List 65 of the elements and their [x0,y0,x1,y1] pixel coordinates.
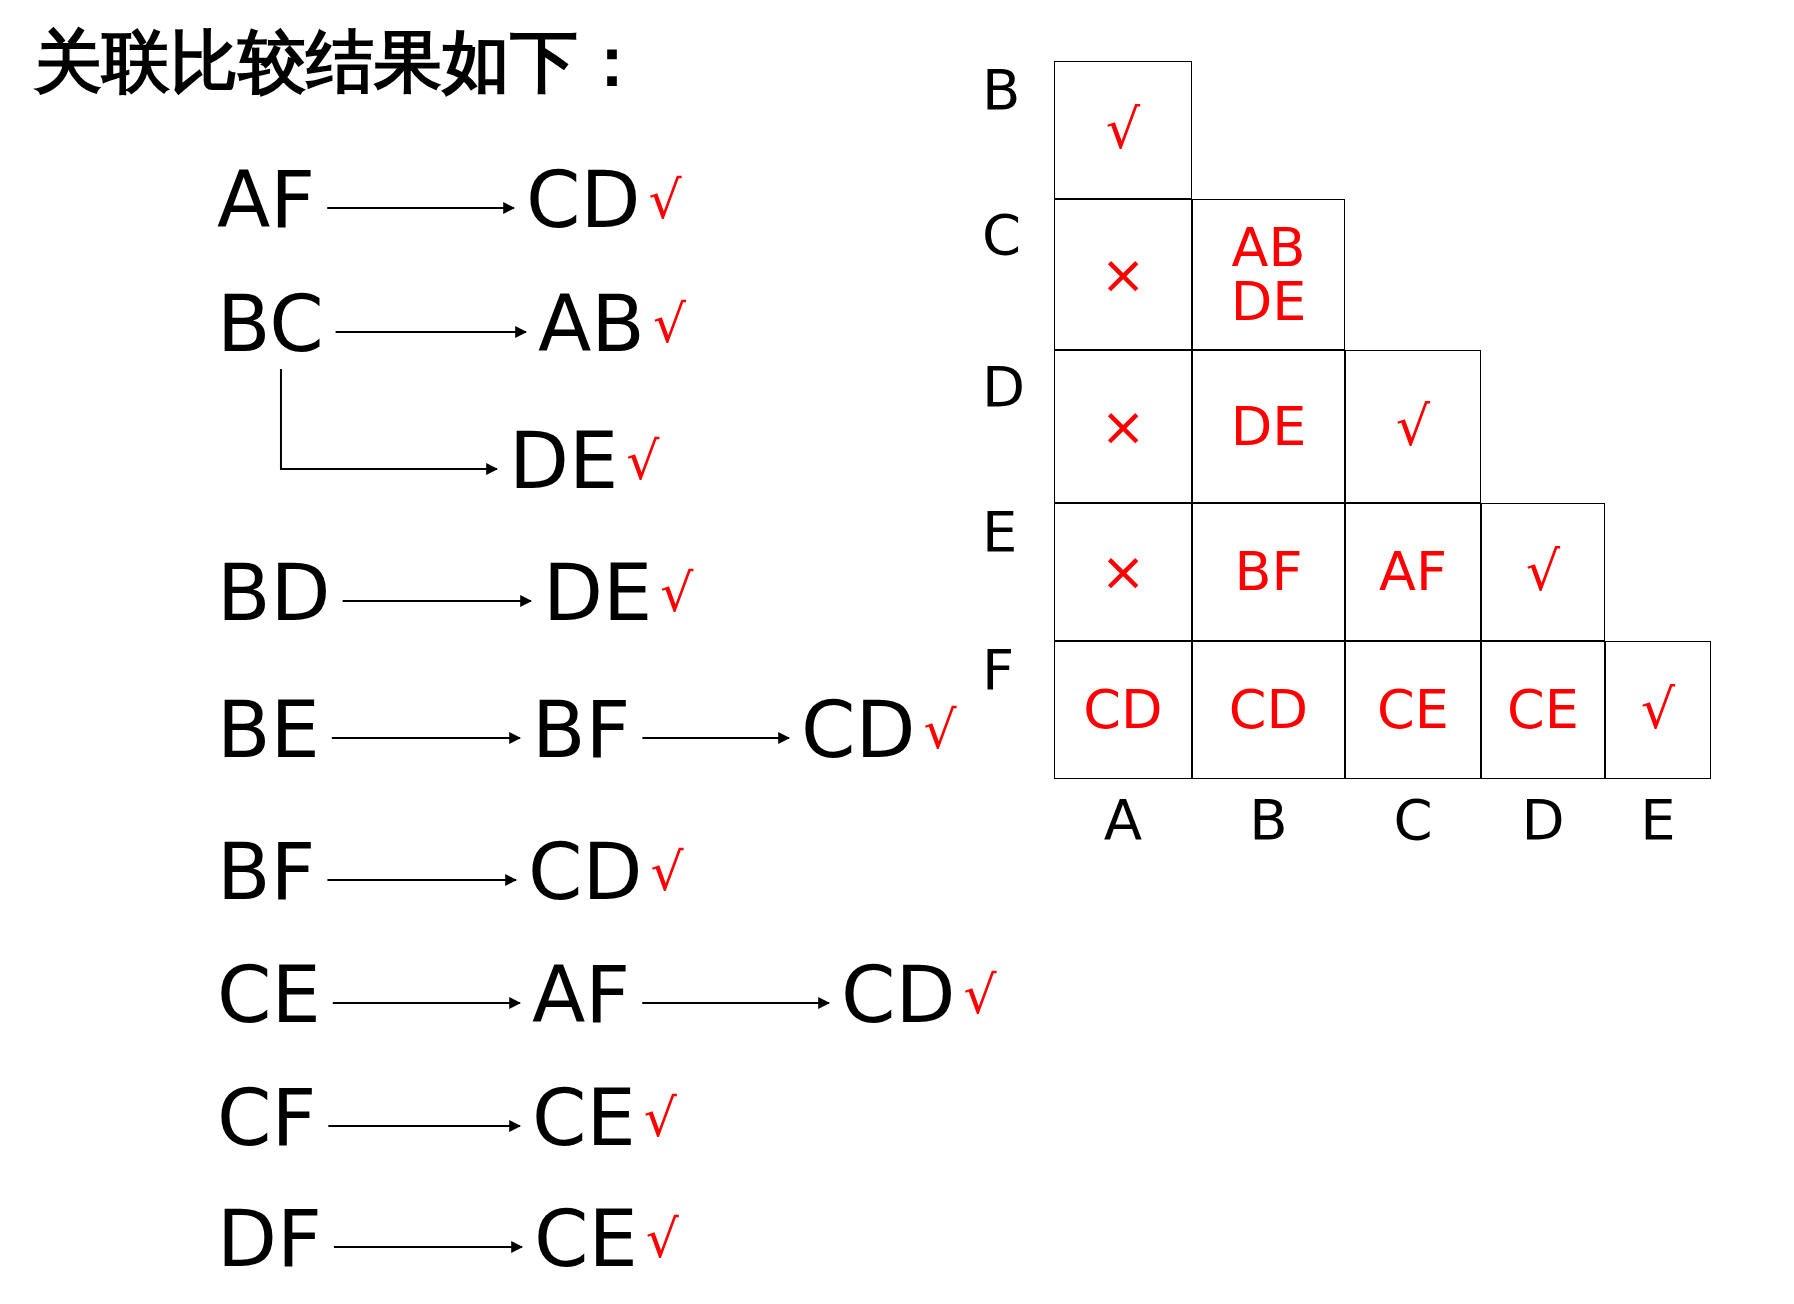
arrow [331,997,522,1009]
check-mark: √ [626,435,660,487]
column-header: B [1249,792,1288,848]
row-header: C [982,206,1022,263]
table-cell: BF [1192,503,1345,641]
row-header: D [982,358,1026,415]
arrow [641,997,831,1009]
arrow [334,326,528,338]
node-text: CD [528,833,643,911]
table-cell: AB DE [1192,199,1345,350]
node-text: BF [217,833,316,911]
check-mark: √ [643,1092,677,1144]
arrow [641,732,791,744]
table-cell: × [1054,199,1192,350]
arrow [327,1120,522,1132]
node-text: DE [543,554,653,632]
arrow [326,202,516,214]
table-cell: √ [1481,503,1605,641]
table-cell: CD [1054,641,1192,779]
check-mark: √ [648,174,682,226]
arrow [279,368,499,475]
node-text: CD [526,161,641,239]
node-text: BF [532,691,631,769]
node-text: DF [217,1200,322,1278]
arrow [332,1241,524,1253]
node-text: CE [534,1200,638,1278]
table-cell: √ [1054,61,1192,199]
arrow [341,595,533,607]
title: 关联比较结果如下： [34,28,646,96]
column-header: C [1393,792,1433,848]
table-cell: CE [1345,641,1481,779]
node-text: CF [217,1079,317,1157]
table-cell: √ [1345,350,1481,503]
node-text: BD [217,554,331,632]
check-mark: √ [963,969,997,1021]
arrow [326,874,518,886]
table-cell: CE [1481,641,1605,779]
node-text: AF [217,161,316,239]
node-text: DE [509,422,619,500]
node-text: CD [841,956,956,1034]
check-mark: √ [660,567,694,619]
check-mark: √ [652,298,686,350]
table-cell: DE [1192,350,1345,503]
check-mark: √ [923,704,957,756]
row-header: E [982,504,1018,560]
check-mark: √ [650,846,684,898]
node-text: CE [217,956,321,1034]
table-cell: × [1054,503,1192,641]
column-header: D [1521,792,1565,848]
arrow [330,732,522,744]
node-text: BC [217,285,324,363]
node-text: BE [217,691,320,769]
node-text: CD [801,691,916,769]
check-mark: √ [645,1213,679,1265]
row-header: F [982,642,1015,698]
column-header: A [1103,792,1143,848]
table-cell: √ [1605,641,1711,779]
column-header: E [1640,792,1676,848]
table-cell: × [1054,350,1192,503]
node-text: AF [532,956,631,1034]
node-text: CE [532,1079,636,1157]
table-cell: CD [1192,641,1345,779]
row-header: B [982,62,1021,118]
table-cell: AF [1345,503,1481,641]
node-text: AB [538,285,645,363]
